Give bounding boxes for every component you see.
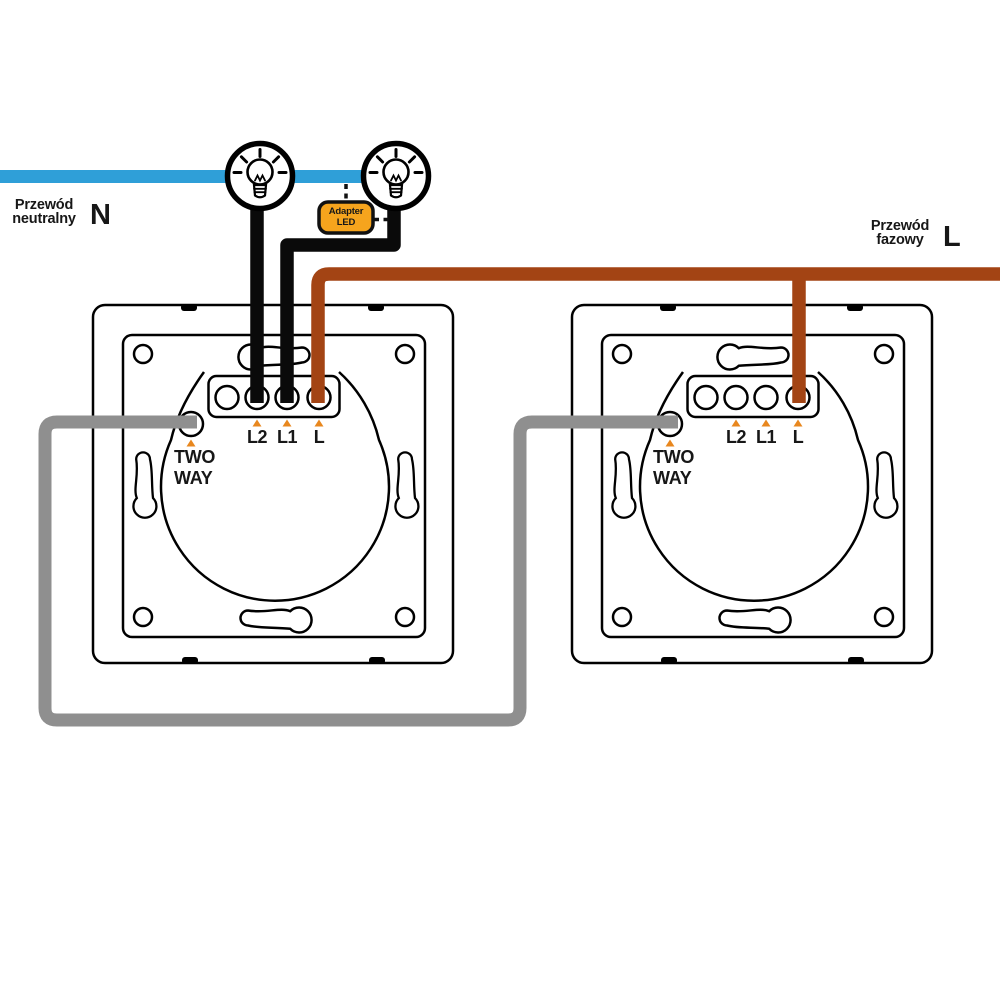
lamp-wire-l1 <box>280 196 401 403</box>
two-way-line1: TWO <box>174 447 216 467</box>
two-way-label: TWO WAY <box>174 447 215 489</box>
two-way-line2: WAY <box>653 468 692 488</box>
phase-label-line1: Przewód <box>870 218 930 234</box>
terminal-label-l2: L2 <box>246 427 268 447</box>
lamp-right <box>360 140 432 212</box>
phase-label-line2: fazowy <box>876 231 924 248</box>
neutral-symbol: N <box>90 199 111 231</box>
phase-wire-label: Przewód fazowy <box>858 218 942 248</box>
phase-symbol: L <box>943 221 961 253</box>
adapter-label-line1: Adapter <box>328 206 364 217</box>
two-way-label: TWO WAY <box>653 447 694 489</box>
switch-left <box>93 304 453 664</box>
adapter-led-box <box>317 200 375 235</box>
neutral-wire-label: Przewód neutralny <box>2 197 86 227</box>
neutral-label-line2: neutralny <box>12 210 76 227</box>
terminal-label-l1: L1 <box>276 427 298 447</box>
lamp-left <box>224 140 296 212</box>
phase-wire <box>311 267 1000 403</box>
adapter-led-label: Adapter LED <box>319 206 373 228</box>
switch-right <box>572 304 932 664</box>
terminal-label-l1: L1 <box>755 427 777 447</box>
terminal-label-l: L <box>792 427 804 447</box>
neutral-label-line1: Przewód <box>14 197 74 213</box>
two-way-line2: WAY <box>174 468 213 488</box>
terminal-label-l2: L2 <box>725 427 747 447</box>
adapter-label-line2: LED <box>336 217 356 228</box>
two-way-line1: TWO <box>653 447 695 467</box>
adapter-dashed-links <box>344 184 391 222</box>
terminal-label-l: L <box>313 427 325 447</box>
traveler-wire <box>38 415 678 727</box>
